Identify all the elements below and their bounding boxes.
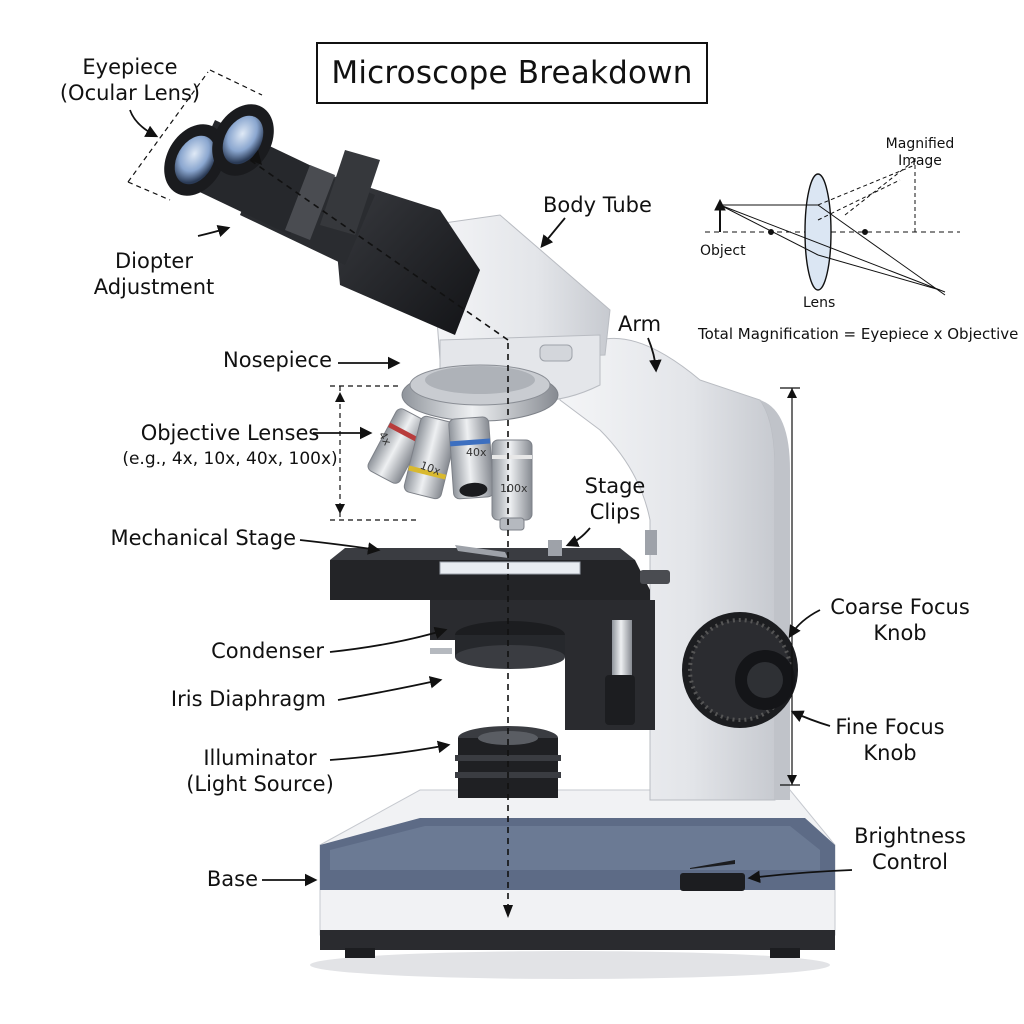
optics-label-object: Object	[700, 243, 746, 259]
lens-shape	[804, 173, 832, 291]
objective-lenses	[367, 408, 533, 531]
label-eyepiece: Eyepiece (Ocular Lens)	[59, 55, 201, 105]
label-iris-diaphragm: Iris Diaphragm	[170, 687, 326, 711]
light-path	[249, 159, 509, 910]
optics-label-magnified-image: Magnified Image	[885, 136, 955, 169]
objective-bracket	[330, 385, 420, 521]
label-objective-lenses: Objective Lenses (e.g., 4x, 10x, 40x, 10…	[122, 421, 338, 469]
label-diopter-adjustment: Diopter Adjustment	[93, 249, 215, 299]
condenser	[430, 621, 565, 669]
eyepiece-assembly	[164, 104, 480, 335]
label-nosepiece: Nosepiece	[223, 348, 332, 372]
objective-marking-40x: 40x	[466, 446, 487, 459]
label-brightness-control: Brightness Control	[854, 824, 966, 874]
label-coarse-focus-knob: Coarse Focus Knob	[830, 595, 970, 645]
label-mechanical-stage: Mechanical Stage	[110, 526, 296, 550]
label-stage-clips: Stage Clips	[584, 474, 646, 524]
label-illuminator: Illuminator (Light Source)	[186, 746, 334, 796]
diagram-title: Microscope Breakdown	[316, 42, 708, 104]
optics-label-lens: Lens	[803, 295, 836, 311]
leader-lines	[129, 109, 853, 887]
label-condenser: Condenser	[211, 639, 324, 663]
label-base: Base	[206, 867, 258, 891]
label-fine-focus-knob: Fine Focus Knob	[835, 715, 945, 765]
objective-marking-100x: 100x	[500, 482, 528, 495]
label-body-tube: Body Tube	[543, 193, 652, 217]
floor-shadow	[310, 951, 830, 979]
base	[319, 789, 836, 958]
focus-assembly	[565, 600, 798, 730]
brightness-wheel	[680, 873, 745, 891]
magnification-formula: Total Magnification = Eyepiece x Objecti…	[698, 325, 1019, 343]
label-arm: Arm	[618, 312, 662, 336]
